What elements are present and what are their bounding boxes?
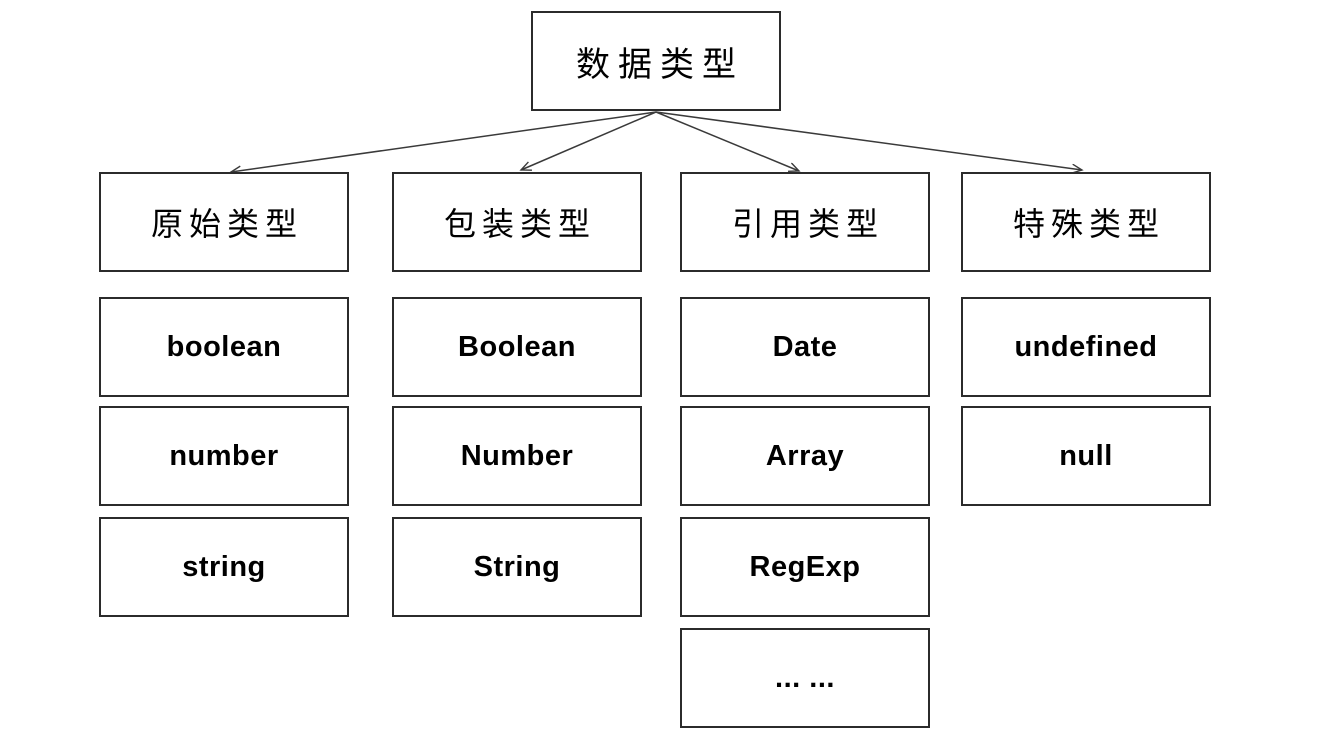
type-node-string-upper: String bbox=[392, 517, 642, 617]
type-label: Boolean bbox=[458, 330, 576, 363]
type-label: Number bbox=[460, 439, 574, 472]
category-node-primitive: 原始类型 bbox=[99, 172, 349, 272]
root-node-datatypes: 数据类型 bbox=[531, 11, 781, 111]
type-node-ellipsis: ... ... bbox=[680, 628, 930, 728]
type-label: null bbox=[1059, 439, 1113, 472]
type-label: undefined bbox=[1014, 330, 1158, 363]
category-label: 引用类型 bbox=[731, 206, 884, 242]
type-label: RegExp bbox=[749, 550, 861, 583]
type-node-null: null bbox=[961, 406, 1211, 506]
type-label: String bbox=[473, 550, 561, 583]
type-node-string-lower: string bbox=[99, 517, 349, 617]
category-node-reference: 引用类型 bbox=[680, 172, 930, 272]
type-label: boolean bbox=[166, 330, 282, 363]
arrow-root-to-reference bbox=[655, 111, 799, 171]
type-label: string bbox=[182, 550, 266, 583]
root-node-label: 数据类型 bbox=[576, 45, 744, 84]
arrow-root-to-primitive bbox=[231, 111, 657, 172]
type-label: Date bbox=[772, 330, 838, 363]
type-node-undefined: undefined bbox=[961, 297, 1211, 397]
type-node-boolean-lower: boolean bbox=[99, 297, 349, 397]
type-node-boolean-upper: Boolean bbox=[392, 297, 642, 397]
category-node-special: 特殊类型 bbox=[961, 172, 1211, 272]
arrow-root-to-special bbox=[655, 111, 1082, 170]
type-label: number bbox=[169, 439, 279, 472]
arrow-root-to-wrapper bbox=[521, 111, 657, 170]
type-label: Array bbox=[765, 439, 845, 472]
type-node-number-lower: number bbox=[99, 406, 349, 506]
category-label: 包装类型 bbox=[443, 206, 596, 242]
type-label: ... ... bbox=[775, 661, 835, 694]
type-node-number-upper: Number bbox=[392, 406, 642, 506]
type-node-regexp: RegExp bbox=[680, 517, 930, 617]
category-label: 特殊类型 bbox=[1012, 206, 1165, 242]
category-label: 原始类型 bbox=[150, 206, 303, 242]
type-node-date: Date bbox=[680, 297, 930, 397]
type-node-array: Array bbox=[680, 406, 930, 506]
category-node-wrapper: 包装类型 bbox=[392, 172, 642, 272]
